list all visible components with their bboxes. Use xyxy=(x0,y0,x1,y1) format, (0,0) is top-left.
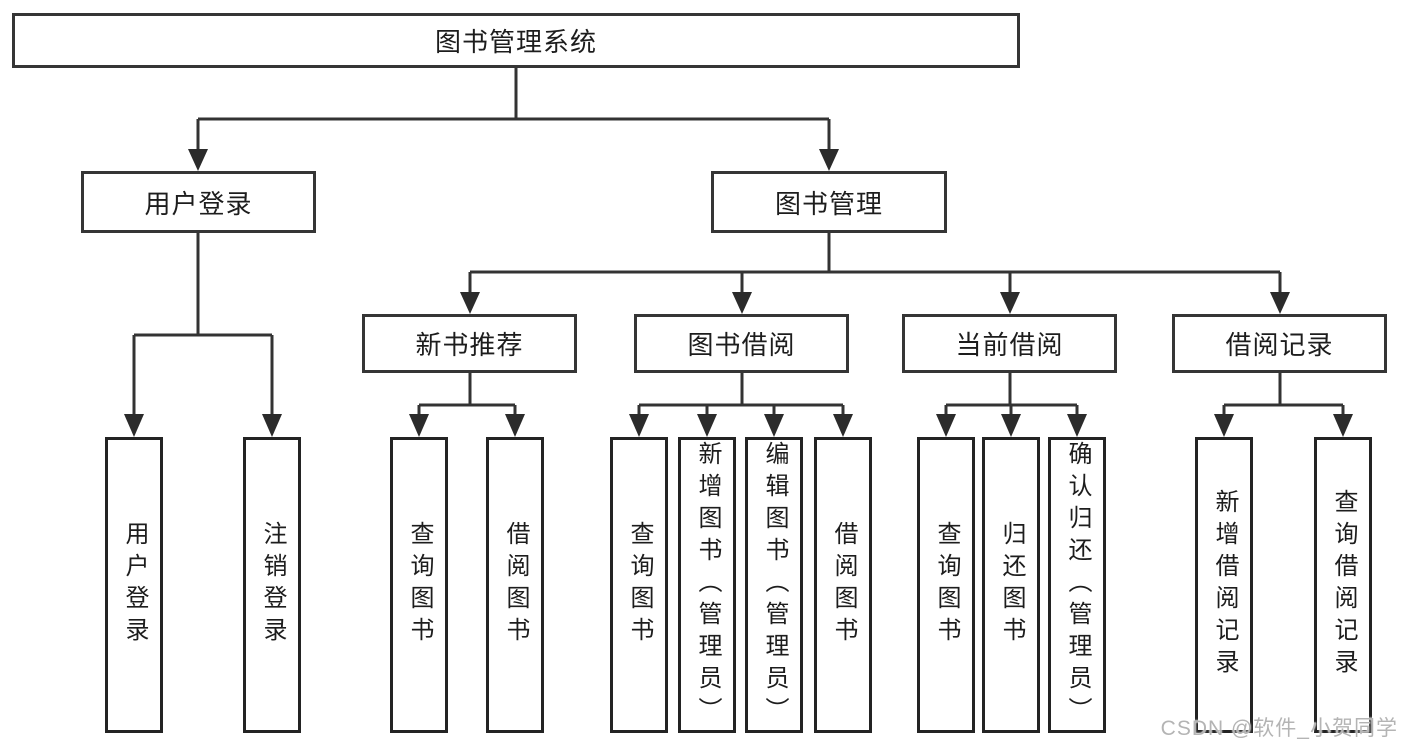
leaf-add-books-admin: 新增图书（管理员） xyxy=(678,437,736,733)
node-label: 借阅记录 xyxy=(1225,330,1334,360)
leaf-borrow-books: 借阅图书 xyxy=(814,437,872,733)
node-label: 当前借阅 xyxy=(955,330,1064,360)
leaf-borrow-books-recommend: 借阅图书 xyxy=(486,437,544,733)
node-label: 图书管理 xyxy=(774,188,883,219)
leaf-query-books-recommend: 查询图书 xyxy=(390,437,448,733)
leaf-label: 用户登录 xyxy=(121,521,148,649)
leaf-confirm-return-admin: 确认归还（管理员） xyxy=(1048,437,1106,733)
leaf-label: 借阅图书 xyxy=(502,521,529,649)
leaf-add-borrow-record: 新增借阅记录 xyxy=(1195,437,1253,733)
leaf-label: 编辑图书（管理员） xyxy=(761,441,788,729)
leaf-label: 确认归还（管理员） xyxy=(1064,441,1091,729)
node-borrowing-records: 借阅记录 xyxy=(1172,314,1387,373)
leaf-label: 新增图书（管理员） xyxy=(694,441,721,729)
leaf-query-borrow-record: 查询借阅记录 xyxy=(1314,437,1372,733)
node-new-book-recommend: 新书推荐 xyxy=(362,314,577,373)
node-book-management: 图书管理 xyxy=(711,171,947,233)
leaf-return-books: 归还图书 xyxy=(982,437,1040,733)
leaf-edit-books-admin: 编辑图书（管理员） xyxy=(745,437,803,733)
node-label: 图书借阅 xyxy=(687,330,796,360)
leaf-label: 查询借阅记录 xyxy=(1330,489,1357,681)
node-label: 图书管理系统 xyxy=(434,27,597,57)
node-current-borrowing: 当前借阅 xyxy=(902,314,1117,373)
leaf-logout: 注销登录 xyxy=(243,437,301,733)
leaf-label: 查询图书 xyxy=(626,521,653,649)
csdn-watermark: CSDN @软件_小贺同学 xyxy=(1160,717,1398,740)
leaf-label: 查询图书 xyxy=(933,521,960,649)
leaf-user-login: 用户登录 xyxy=(105,437,163,733)
leaf-label: 借阅图书 xyxy=(830,521,857,649)
leaf-label: 归还图书 xyxy=(998,521,1025,649)
node-book-borrowing: 图书借阅 xyxy=(634,314,849,373)
arrowheads xyxy=(124,149,1353,437)
leaf-label: 查询图书 xyxy=(406,521,433,649)
node-label: 用户登录 xyxy=(144,188,253,219)
node-user-login: 用户登录 xyxy=(81,171,316,233)
node-library-management-system: 图书管理系统 xyxy=(12,13,1020,68)
leaf-query-books-current: 查询图书 xyxy=(917,437,975,733)
connector-edges xyxy=(132,68,1345,419)
leaf-label: 注销登录 xyxy=(259,521,286,649)
node-label: 新书推荐 xyxy=(415,330,524,360)
leaf-query-books-borrow: 查询图书 xyxy=(610,437,668,733)
leaf-label: 新增借阅记录 xyxy=(1211,489,1238,681)
